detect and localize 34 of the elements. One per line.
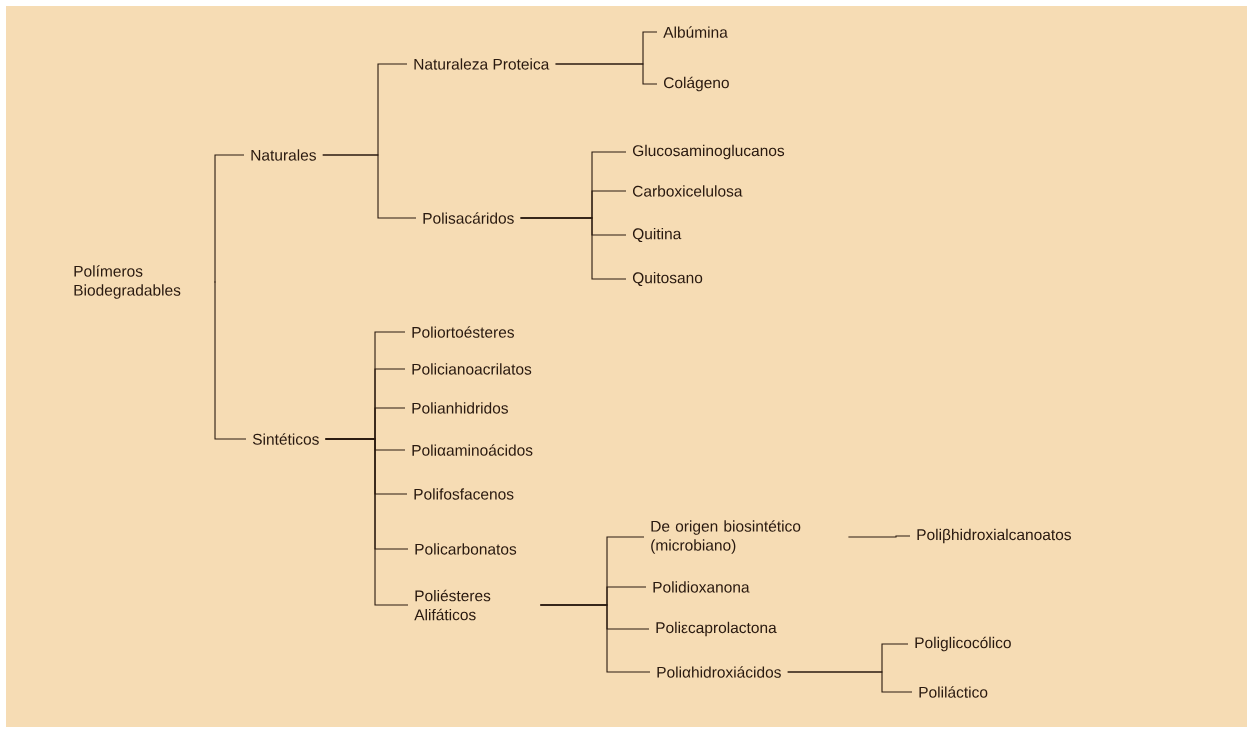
tree-connector — [213, 281, 247, 440]
category-label: Colágeno — [664, 76, 729, 92]
tree-connector — [213, 154, 245, 283]
tree-connector — [520, 217, 627, 280]
category-label: Quitina — [632, 227, 682, 243]
category-label: Poliαaminoácidos — [412, 444, 533, 456]
category-label: Policianoacrilatos — [412, 363, 532, 375]
category-label: De origen biosintético (microbiano) — [651, 520, 801, 554]
category-label: Polidioxanona — [653, 581, 750, 593]
tree-connector — [787, 671, 913, 693]
category-label: Poliésteres Alifáticos — [414, 589, 491, 621]
category-label: Quitosano — [632, 271, 703, 287]
category-label: Carboxicelulosa — [633, 185, 743, 197]
category-label: Polisacáridos — [423, 212, 514, 224]
category-label: Naturales — [251, 149, 316, 161]
category-label: Poliβhidroxialcanoatos — [917, 528, 1071, 544]
tree-connector — [322, 154, 417, 219]
category-label: Sintéticos — [252, 433, 319, 445]
category-label: Polifosfacenos — [414, 488, 514, 500]
category-label: Naturaleza Proteica — [414, 58, 550, 70]
category-label: Poliglicocólico — [915, 636, 1011, 652]
tree-connector — [847, 535, 911, 538]
category-label: Polianhidridos — [412, 402, 508, 414]
category-label: Glucosaminoglucanos — [633, 144, 785, 160]
category-label: Polímeros Biodegradables — [74, 265, 181, 299]
category-label: Poliαhidroxiácidos — [657, 666, 781, 678]
category-label: Poliláctico — [919, 686, 988, 698]
category-label: Albúmina — [663, 26, 728, 38]
category-label: Poliortoésteres — [412, 326, 514, 338]
tree-connector — [539, 604, 651, 673]
category-label: Policarbonatos — [415, 543, 517, 555]
tree-connector — [555, 63, 658, 85]
tree-connector — [325, 438, 409, 606]
category-label: Poliεcaprolactona — [656, 621, 777, 637]
